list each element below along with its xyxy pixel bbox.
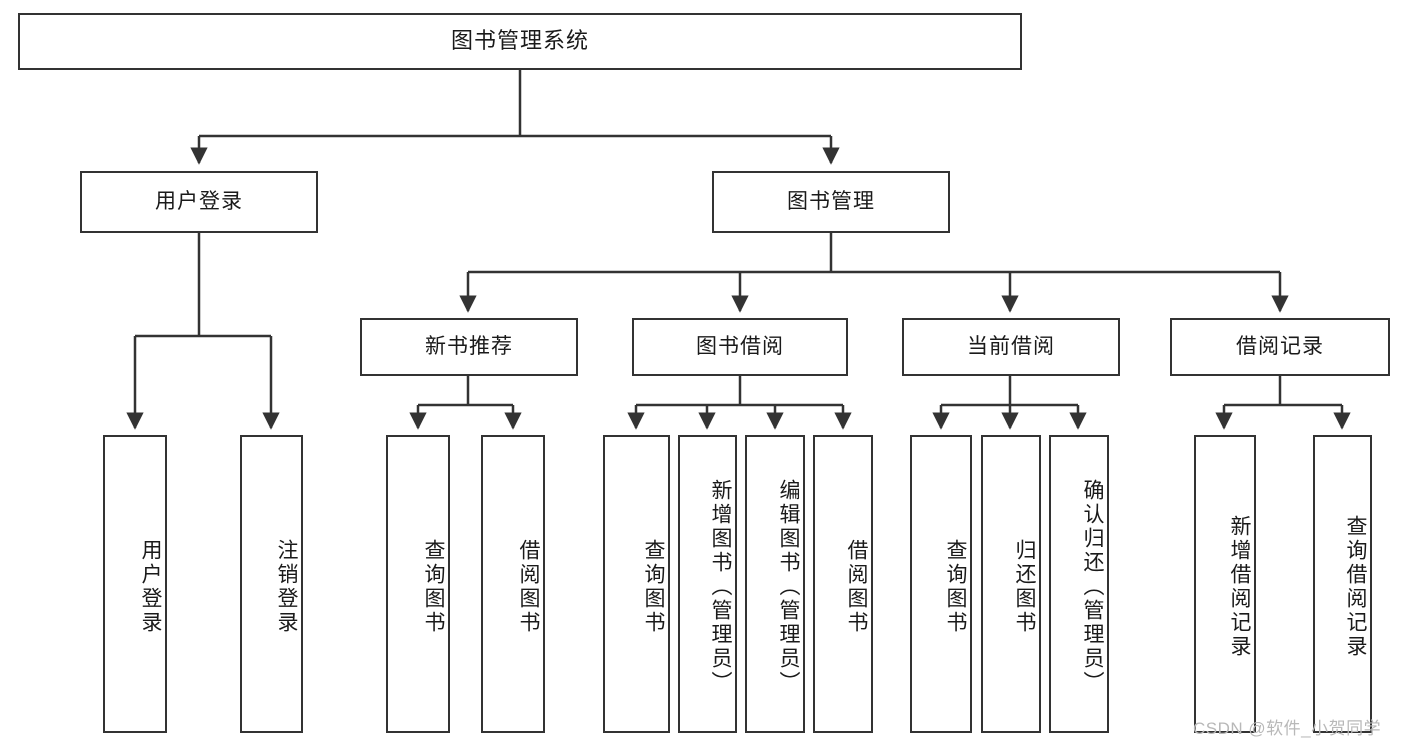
node-current-borrow[interactable]: 当前借阅: [902, 318, 1120, 376]
node-label: 新增借阅记录: [1228, 515, 1251, 659]
node-label: 借阅图书: [845, 539, 868, 635]
node-label: 图书借阅: [696, 335, 784, 359]
node-label: 查询图书: [422, 539, 445, 635]
leaf-current-borrow-query[interactable]: 查询图书: [910, 435, 972, 733]
node-label: 新增图书（管理员）: [709, 479, 732, 695]
leaf-new-book-borrow[interactable]: 借阅图书: [481, 435, 545, 733]
node-root-system[interactable]: 图书管理系统: [18, 13, 1022, 70]
node-label: 图书管理: [787, 190, 875, 214]
leaf-current-borrow-confirm-return[interactable]: 确认归还（管理员）: [1049, 435, 1109, 733]
leaf-book-borrow-query[interactable]: 查询图书: [603, 435, 670, 733]
node-label: 注销登录: [275, 539, 298, 635]
leaf-user-login-login[interactable]: 用户登录: [103, 435, 167, 733]
node-label: 归还图书: [1013, 539, 1036, 635]
node-new-book-recommend[interactable]: 新书推荐: [360, 318, 578, 376]
leaf-user-login-logout[interactable]: 注销登录: [240, 435, 303, 733]
leaf-book-borrow-add[interactable]: 新增图书（管理员）: [678, 435, 737, 733]
node-label: 查询借阅记录: [1344, 515, 1367, 659]
node-user-login[interactable]: 用户登录: [80, 171, 318, 233]
node-label: 确认归还（管理员）: [1081, 479, 1104, 695]
leaf-new-book-query[interactable]: 查询图书: [386, 435, 450, 733]
leaf-book-borrow-borrow[interactable]: 借阅图书: [813, 435, 873, 733]
csdn-watermark: CSDN @软件_小贺同学: [1193, 719, 1382, 738]
node-label: 当前借阅: [967, 335, 1055, 359]
node-label: 借阅图书: [517, 539, 540, 635]
node-label: 用户登录: [155, 190, 243, 214]
leaf-current-borrow-return[interactable]: 归还图书: [981, 435, 1041, 733]
leaf-borrow-record-query[interactable]: 查询借阅记录: [1313, 435, 1372, 733]
node-borrow-record[interactable]: 借阅记录: [1170, 318, 1390, 376]
node-label: 查询图书: [642, 539, 665, 635]
node-label: 借阅记录: [1236, 335, 1324, 359]
node-book-borrow[interactable]: 图书借阅: [632, 318, 848, 376]
leaf-book-borrow-edit[interactable]: 编辑图书（管理员）: [745, 435, 805, 733]
leaf-borrow-record-add[interactable]: 新增借阅记录: [1194, 435, 1256, 733]
node-label: 查询图书: [944, 539, 967, 635]
node-label: 用户登录: [139, 539, 162, 635]
node-book-management[interactable]: 图书管理: [712, 171, 950, 233]
node-label: 编辑图书（管理员）: [777, 479, 800, 695]
node-label: 图书管理系统: [450, 28, 589, 54]
node-label: 新书推荐: [425, 335, 513, 359]
